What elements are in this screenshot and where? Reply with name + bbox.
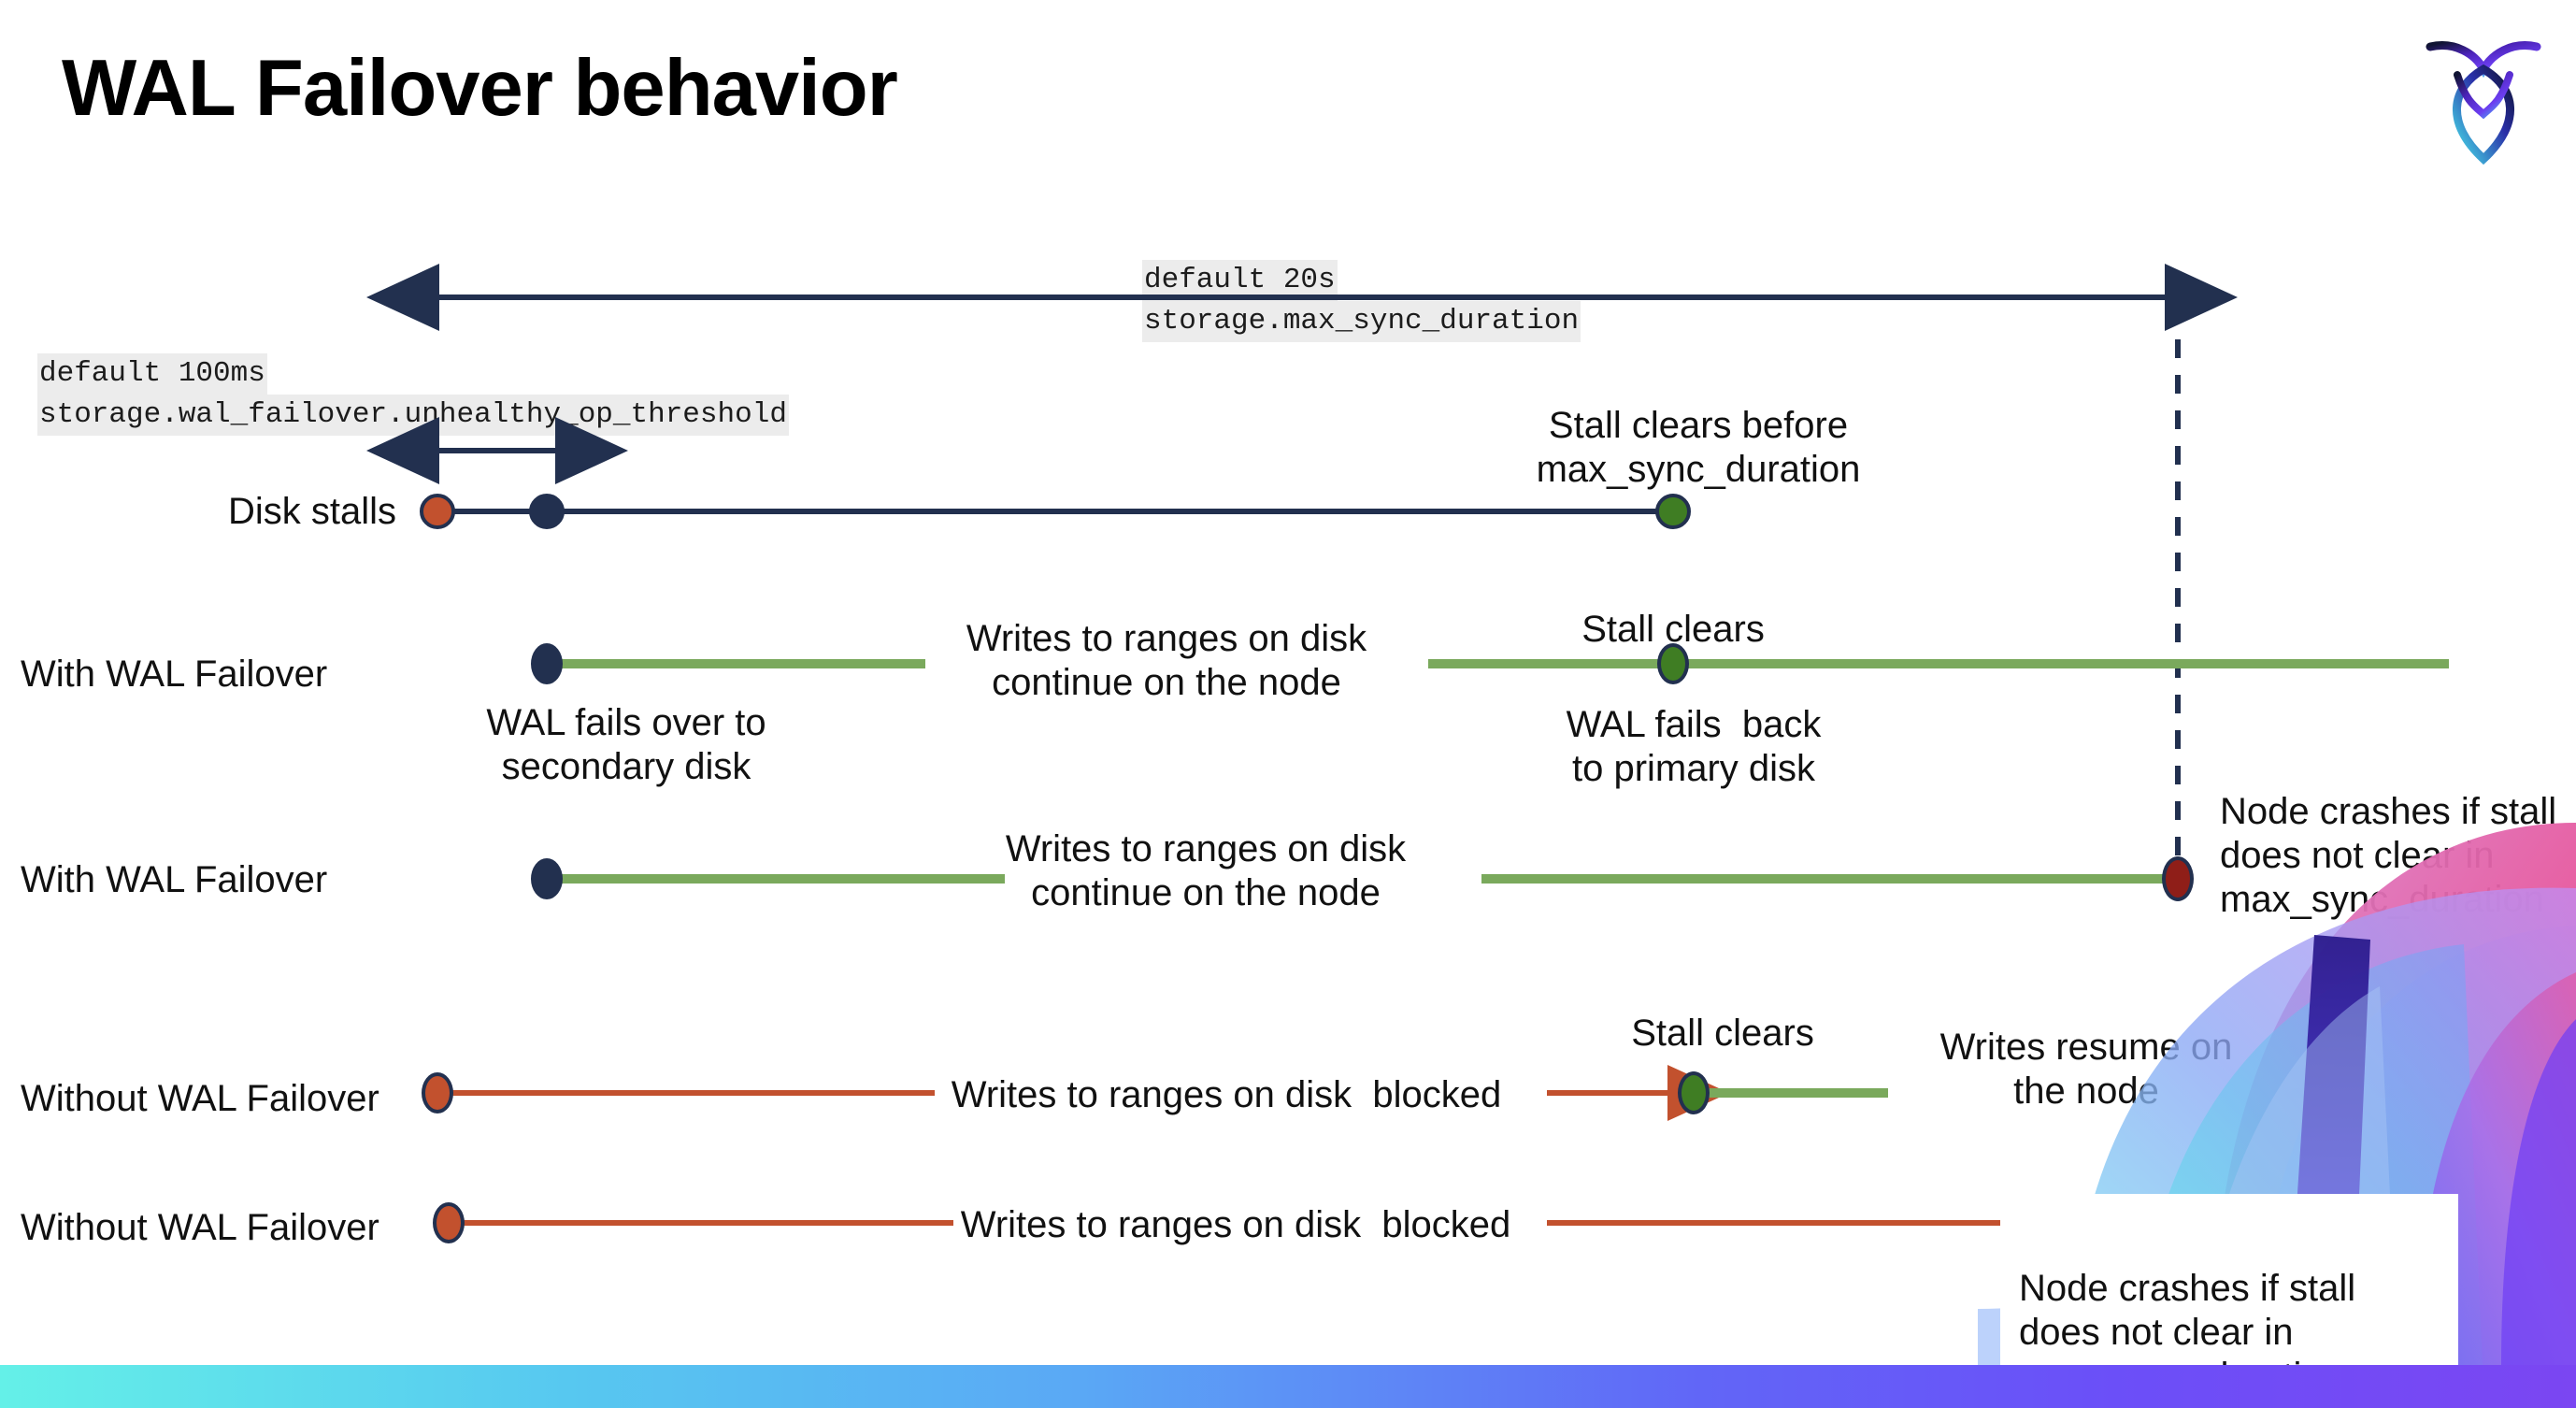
note-stall-clears-2: Stall clears <box>1631 1013 1814 1054</box>
row-label-without-wal-failover-2: Without WAL Failover <box>21 1207 379 1248</box>
dot-stall-start-disk <box>420 494 455 529</box>
note-writes-blocked-1: Writes to ranges on disk blocked <box>951 1074 1502 1115</box>
row-label-without-wal-failover-1: Without WAL Failover <box>21 1078 379 1119</box>
dot-stall-clears-1 <box>1657 643 1689 684</box>
max-sync-default-label: default 20s <box>1142 260 1338 302</box>
cockroachdb-logo <box>2413 21 2554 170</box>
note-backdrop-card <box>2000 1194 2458 1365</box>
unhealthy-default-label: default 100ms <box>37 353 267 395</box>
row-label-disk-stalls: Disk stalls <box>227 491 396 532</box>
note-writes-blocked-2: Writes to ranges on disk blocked <box>960 1204 1511 1245</box>
row-label-with-wal-failover-2: With WAL Failover <box>21 859 328 900</box>
note-writes-continue-1: Writes to ranges on disk continue on the… <box>966 618 1367 704</box>
note-wal-fails-over: WAL fails over to secondary disk <box>486 702 766 788</box>
dot-node-crash-1 <box>2162 856 2194 901</box>
note-stall-clears-1: Stall clears <box>1581 609 1765 650</box>
row-label-with-wal-failover-1: With WAL Failover <box>21 654 328 695</box>
dot-stall-start-4 <box>422 1072 453 1113</box>
dot-wal-failover-start-2 <box>531 858 563 899</box>
bottom-gradient-bar <box>0 1365 2576 1408</box>
dot-stall-clears-disk <box>1655 494 1691 529</box>
note-wal-fails-back: WAL fails back to primary disk <box>1566 704 1822 790</box>
dot-stall-start-5 <box>433 1202 465 1243</box>
max-sync-setting-label: storage.max_sync_duration <box>1142 301 1581 343</box>
unhealthy-setting-label: storage.wal_failover.unhealthy_op_thresh… <box>37 395 789 437</box>
note-writes-continue-2: Writes to ranges on disk continue on the… <box>1005 828 1407 914</box>
page-title: WAL Failover behavior <box>62 44 898 133</box>
dot-failover-point-disk <box>529 494 565 529</box>
dot-wal-failover-start-1 <box>531 643 563 684</box>
dot-stall-clears-4 <box>1678 1071 1710 1114</box>
note-stall-clears-before: Stall clears before max_sync_duration <box>1536 405 1861 491</box>
